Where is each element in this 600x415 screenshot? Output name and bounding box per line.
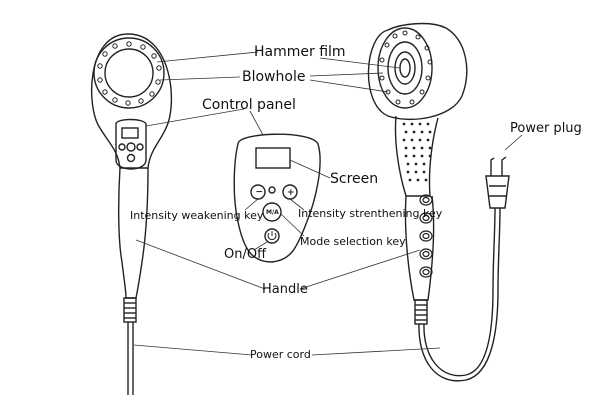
right-device-hammer-film xyxy=(394,51,416,85)
center-dot-key xyxy=(268,186,276,194)
label-screen: Screen xyxy=(330,171,379,187)
power-icon xyxy=(267,231,277,241)
leader-handle-right xyxy=(299,249,421,290)
left-device-outer-ring xyxy=(93,37,165,109)
right-device-cord-collar xyxy=(414,299,428,325)
label-power-plug: Power plug xyxy=(510,121,582,136)
minus-key-glyph: − xyxy=(256,188,264,198)
right-device-cord xyxy=(418,207,501,382)
left-device-front-view xyxy=(91,33,173,395)
right-device-neck xyxy=(394,115,439,197)
leader-weakening xyxy=(244,198,259,211)
leader-strengthening xyxy=(289,198,305,211)
left-device-cord xyxy=(127,322,134,395)
plus-key-glyph: + xyxy=(287,188,295,198)
control-panel-body xyxy=(233,133,321,263)
leader-power-plug xyxy=(504,134,523,151)
leader-blowhole xyxy=(159,76,241,81)
control-panel-enlarged xyxy=(233,133,321,263)
leader-screen xyxy=(289,159,331,179)
left-device-head xyxy=(91,33,173,169)
label-handle: Handle xyxy=(262,282,308,297)
label-hammer-film: Hammer film xyxy=(254,44,346,60)
label-mode-selection-key: Mode selection key xyxy=(300,235,406,248)
leader-mode xyxy=(280,213,305,237)
label-control-panel: Control panel xyxy=(202,97,296,113)
left-device-screen xyxy=(121,127,139,139)
label-intensity-weakening-key: Intensity weakening key xyxy=(130,209,264,222)
on-off-key[interactable] xyxy=(264,228,280,244)
left-device-control-panel xyxy=(115,118,147,170)
left-device-hammer-film xyxy=(104,48,154,98)
leader-control-panel xyxy=(145,108,245,127)
leader-hammer-film xyxy=(156,51,259,63)
right-device-face-ring xyxy=(387,41,423,95)
label-intensity-strengthening-key: Intensity strenthening key xyxy=(298,207,443,220)
label-power-cord: Power cord xyxy=(250,348,311,361)
label-on-off: On/Off xyxy=(224,247,267,262)
right-device-face-outer xyxy=(377,27,433,109)
right-device-head xyxy=(367,22,468,121)
left-device-handle xyxy=(117,167,149,299)
leader-power-cord-right xyxy=(311,347,441,356)
mode-key-glyph: M/A xyxy=(266,209,279,216)
leader-power-cord-left xyxy=(133,344,253,356)
control-panel-screen xyxy=(255,147,291,169)
power-plug-body xyxy=(485,175,510,209)
right-device-blowholes xyxy=(379,30,433,105)
left-device-cord-collar xyxy=(123,297,137,323)
left-device-blowholes xyxy=(97,41,162,106)
right-device-side-view xyxy=(367,22,510,382)
right-device-grip-texture xyxy=(402,122,432,182)
label-blowhole: Blowhole xyxy=(242,69,306,85)
right-device-side-keys xyxy=(419,194,433,278)
power-plug-prongs xyxy=(490,156,507,176)
leader-on-off xyxy=(253,241,268,251)
mode-selection-key[interactable] xyxy=(262,202,282,222)
leader-handle-left xyxy=(135,239,266,290)
leader-lines xyxy=(133,51,523,356)
